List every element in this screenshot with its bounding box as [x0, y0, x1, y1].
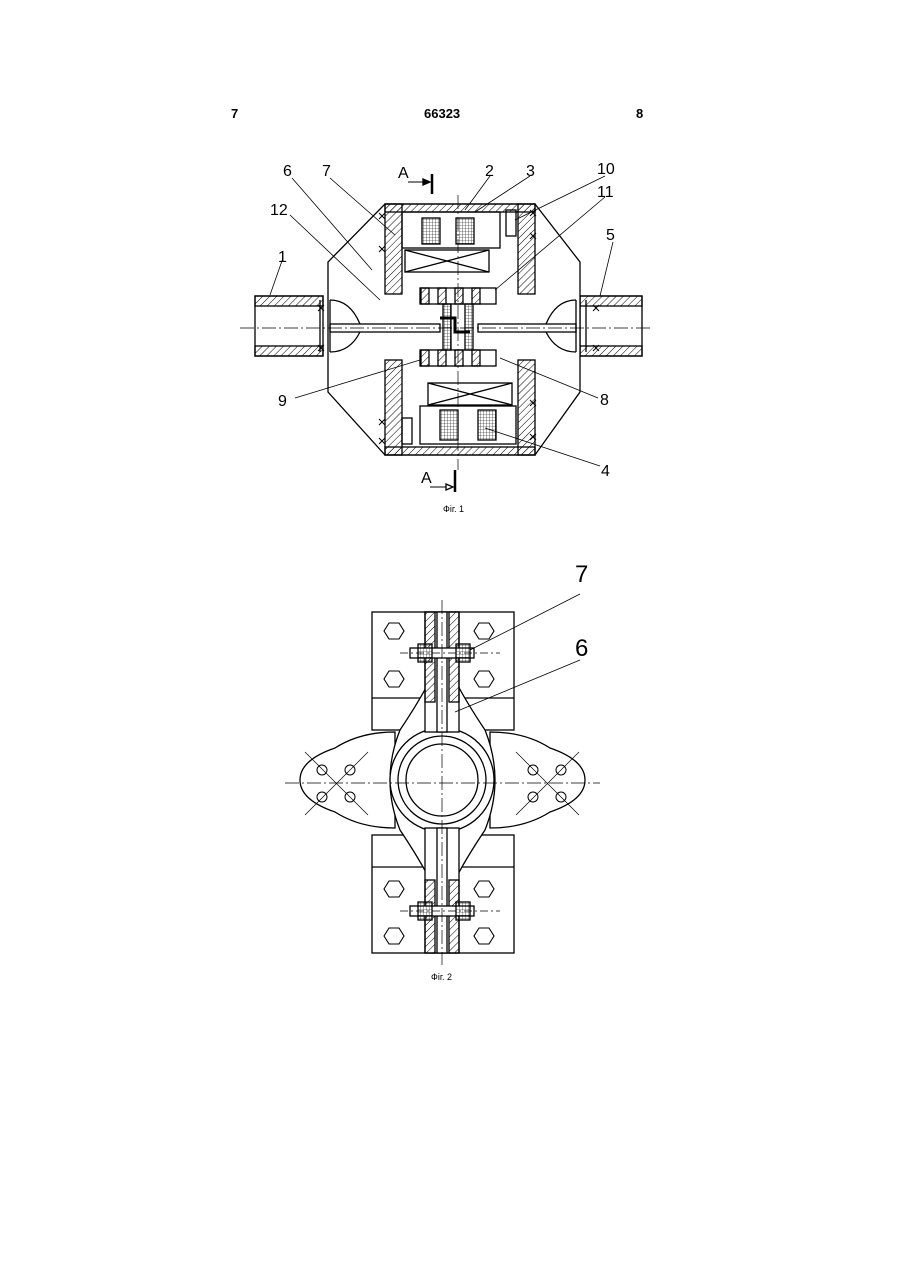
fig1-label-12: 12 [270, 202, 288, 219]
fig1-label-3: 3 [526, 163, 535, 180]
fig1-label-4: 4 [601, 463, 610, 480]
fig1-section-mark-top: А [398, 165, 409, 182]
fig1-label-10: 10 [597, 161, 615, 178]
fig1-caption: Фіг. 1 [443, 504, 464, 514]
fig1-label-7: 7 [322, 163, 331, 180]
figure-2-drawing [285, 594, 600, 965]
fig1-label-8: 8 [600, 392, 609, 409]
fig1-label-9: 9 [278, 393, 287, 410]
figure-1-drawing [240, 174, 650, 492]
fig2-caption: Фіг. 2 [431, 972, 452, 982]
fig1-label-6: 6 [283, 163, 292, 180]
fig2-label-6: 6 [575, 635, 588, 662]
fig1-label-2: 2 [485, 163, 494, 180]
fig1-section-mark-bottom: А [421, 470, 432, 487]
fig1-label-1: 1 [278, 249, 287, 266]
fig1-label-11: 11 [597, 184, 614, 201]
fig2-label-7: 7 [575, 561, 588, 588]
fig1-label-5: 5 [606, 227, 615, 244]
